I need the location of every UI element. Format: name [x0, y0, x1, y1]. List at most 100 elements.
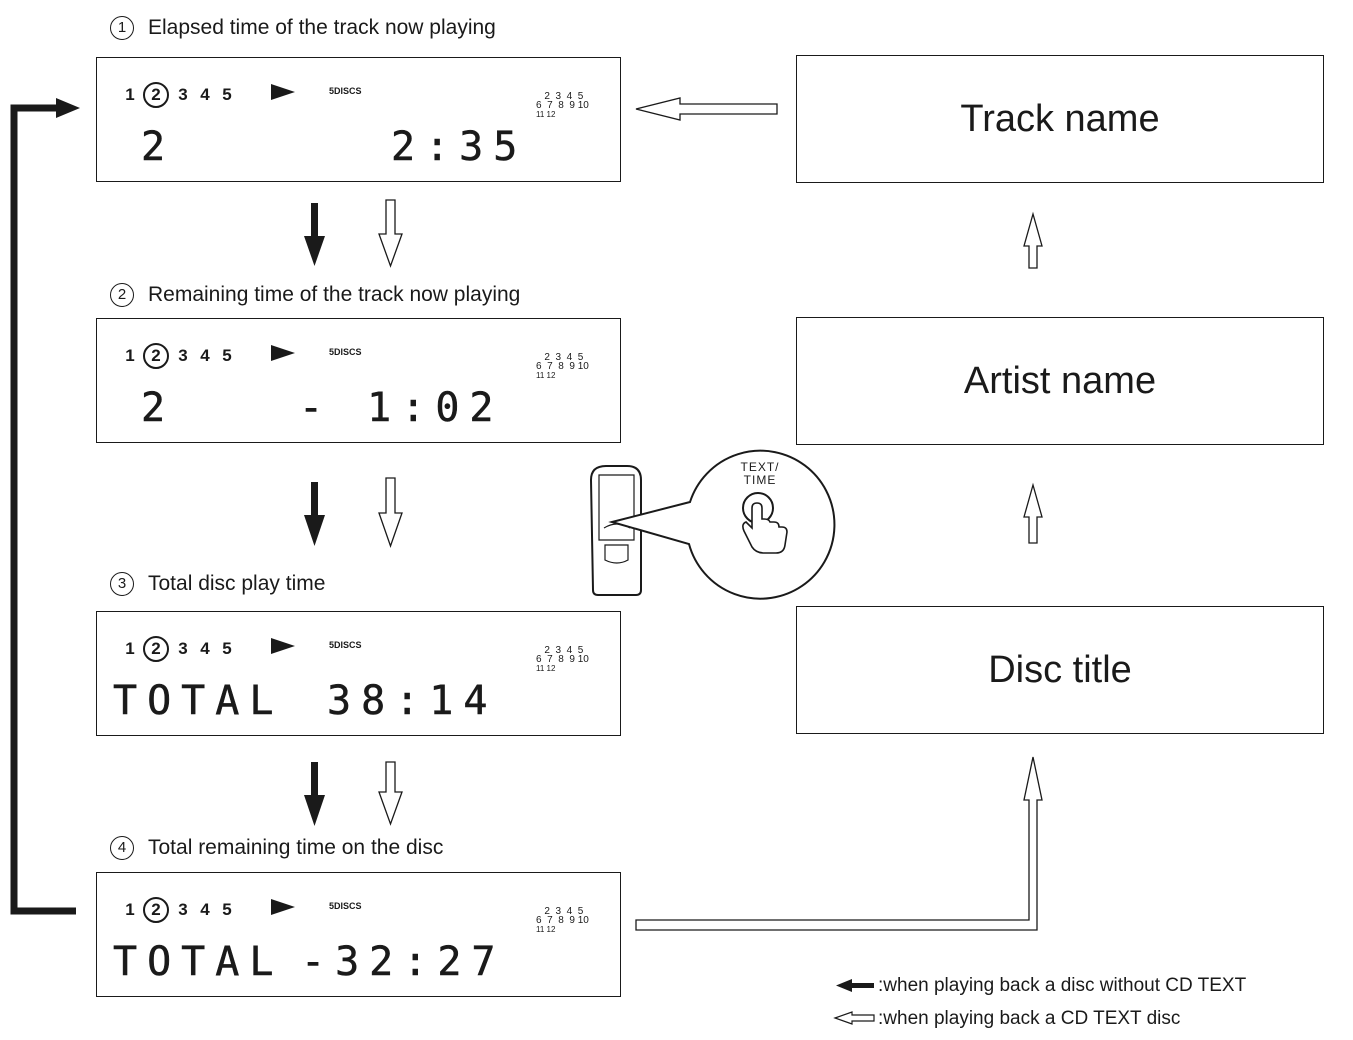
play-icon [271, 84, 295, 100]
disc-number: 4 [200, 346, 210, 365]
hollow-left-arrow [635, 97, 778, 121]
step-label-4: 4 Total remaining time on the disc [110, 836, 443, 860]
legend-hollow: :when playing back a CD TEXT disc [832, 1008, 1180, 1030]
play-icon [271, 345, 295, 361]
lcd-left-readout: 2 [141, 124, 176, 171]
discs-caption: 5DISCS [329, 640, 362, 650]
track-row: 2 3 4 5 [536, 645, 584, 656]
step-number-4: 4 [110, 836, 134, 860]
track-row: 6 7 8 9 10 [536, 361, 589, 372]
disc-number: 4 [200, 900, 210, 919]
artist-name-label: Artist name [963, 359, 1157, 402]
disc-number: 4 [200, 85, 210, 104]
disc-title-box: Disc title [796, 606, 1324, 734]
track-row: 6 7 8 9 10 [536, 654, 589, 665]
play-icon [271, 638, 295, 654]
track-row: 2 3 4 5 [536, 906, 584, 917]
hollow-up-arrow [1023, 482, 1043, 544]
disc-number: 1 [125, 85, 135, 104]
disc-number: 5 [222, 639, 232, 658]
hollow-path-arrow [635, 756, 1043, 931]
track-row: 2 3 4 5 [536, 91, 584, 102]
track-row: 11 12 [536, 925, 556, 934]
track-grid: 2 3 4 5 6 7 8 9 10 11 12 [536, 352, 626, 381]
track-row: 2 3 4 5 [536, 352, 584, 363]
track-row: 6 7 8 9 10 [536, 915, 589, 926]
solid-down-arrow [304, 762, 325, 826]
callout-bubble [608, 449, 836, 600]
hollow-down-arrow [378, 199, 403, 268]
disc-number: 1 [125, 346, 135, 365]
discs-caption: 5DISCS [329, 347, 362, 357]
artist-name-box: Artist name [796, 317, 1324, 445]
step-label-3: 3 Total disc play time [110, 572, 325, 596]
step-text-3: Total disc play time [148, 572, 326, 595]
solid-arrow-legend-icon [836, 979, 874, 992]
legend-solid-label: :when playing back a disc without CD TEX… [878, 975, 1247, 996]
disc-number: 4 [200, 639, 210, 658]
legend-solid: :when playing back a disc without CD TEX… [832, 975, 1246, 997]
disc-number-selected: 2 [143, 897, 169, 923]
disc-number: 5 [222, 346, 232, 365]
disc-number-selected: 2 [143, 343, 169, 369]
lcd-right-readout: 38:14 [327, 678, 498, 725]
button-label-line2: TIME [743, 473, 777, 487]
disc-number: 5 [222, 900, 232, 919]
hollow-down-arrow [378, 477, 403, 548]
step-text-2: Remaining time of the track now playing [148, 283, 521, 306]
step-text-4: Total remaining time on the disc [148, 836, 444, 859]
solid-down-arrow [304, 482, 325, 546]
step-text-1: Elapsed time of the track now playing [148, 16, 496, 39]
disc-number-selected: 2 [143, 82, 169, 108]
hollow-up-arrow [1023, 211, 1043, 269]
disc-number: 1 [125, 900, 135, 919]
discs-caption: 5DISCS [329, 901, 362, 911]
remote-control-icon [589, 465, 642, 596]
track-name-box: Track name [796, 55, 1324, 183]
track-name-label: Track name [960, 97, 1160, 140]
lcd-left-readout: 2 [141, 385, 176, 432]
track-row: 11 12 [536, 110, 556, 119]
disc-number: 5 [222, 85, 232, 104]
disc-number: 3 [178, 346, 188, 365]
solid-down-arrow [304, 203, 325, 266]
button-label-line1: TEXT/ [740, 460, 780, 474]
lcd-right-readout: 2:35 [391, 124, 528, 171]
disc-number-selected: 2 [143, 636, 169, 662]
disc-number: 1 [125, 639, 135, 658]
loop-back-arrow [10, 98, 80, 915]
track-grid: 2 3 4 5 6 7 8 9 10 11 12 [536, 645, 626, 674]
track-grid: 2 3 4 5 6 7 8 9 10 11 12 [536, 91, 626, 120]
lcd-left-readout: TOTAL [113, 678, 284, 725]
step-number-1: 1 [110, 16, 134, 40]
track-grid: 2 3 4 5 6 7 8 9 10 11 12 [536, 906, 626, 935]
disc-number: 3 [178, 900, 188, 919]
step-number-2: 2 [110, 283, 134, 307]
track-row: 11 12 [536, 371, 556, 380]
hollow-down-arrow [378, 761, 403, 826]
lcd-right-readout: -32:27 [301, 939, 506, 986]
hollow-arrow-legend-icon [833, 1011, 875, 1025]
track-row: 11 12 [536, 664, 556, 673]
disc-title-label: Disc title [988, 648, 1132, 691]
legend-hollow-label: :when playing back a CD TEXT disc [878, 1008, 1181, 1029]
step-number-3: 3 [110, 572, 134, 596]
track-row: 6 7 8 9 10 [536, 100, 589, 111]
step-label-1: 1 Elapsed time of the track now playing [110, 16, 496, 40]
disc-number: 3 [178, 639, 188, 658]
lcd-right-readout: - 1:02 [299, 385, 504, 432]
disc-number: 3 [178, 85, 188, 104]
text-time-button-icon [742, 492, 788, 554]
play-icon [271, 899, 295, 915]
step-label-2: 2 Remaining time of the track now playing [110, 283, 520, 307]
discs-caption: 5DISCS [329, 86, 362, 96]
lcd-left-readout: TOTAL [113, 939, 284, 986]
